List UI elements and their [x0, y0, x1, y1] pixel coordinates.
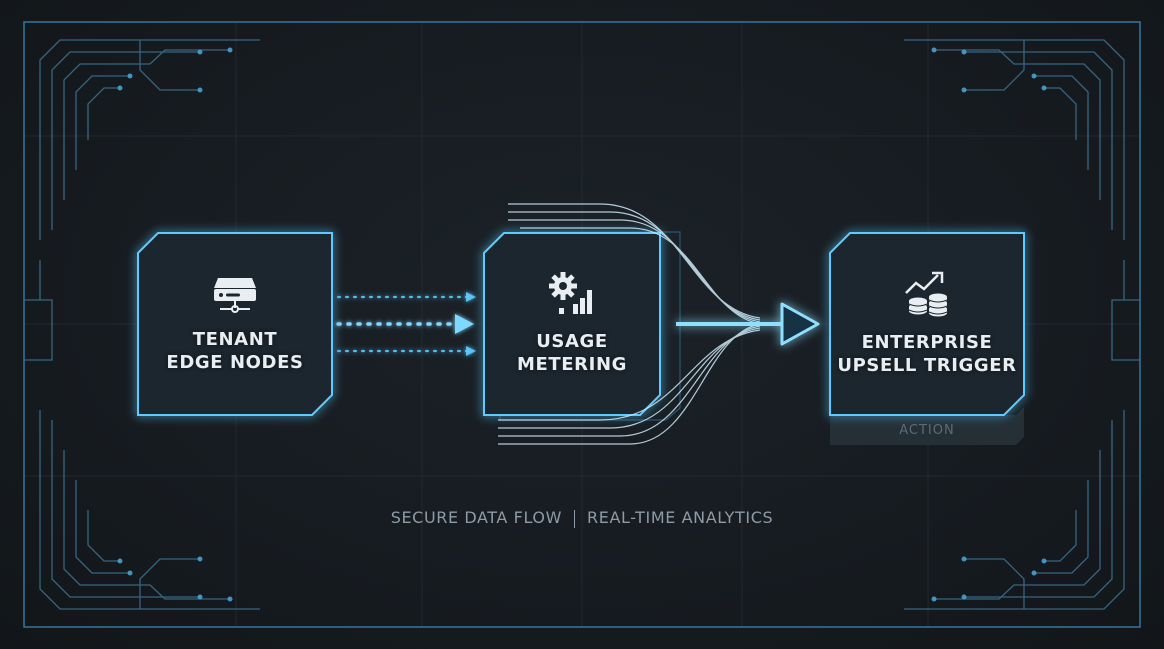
outer-frame	[23, 21, 1141, 628]
circuit-nodes	[117, 47, 1047, 602]
circuit-traces	[24, 39, 1140, 610]
node-label-line2: UPSELL TRIGGER	[837, 355, 1017, 376]
main-flow-arrow	[676, 302, 820, 346]
node-tenant-edge-nodes: TENANT EDGE NODES	[138, 233, 332, 415]
node-enterprise-upsell-trigger: ENTERPRISE UPSELL TRIGGER	[830, 233, 1024, 415]
node-label-line1: TENANT	[192, 329, 278, 350]
node-box-tenant	[137, 232, 333, 416]
node-label-line1: ENTERPRISE	[861, 332, 993, 353]
action-badge: ACTION	[899, 423, 955, 438]
caption-separator	[574, 509, 576, 528]
diagram-caption: SECURE DATA FLOW REAL-TIME ANALYTICS	[0, 508, 1164, 528]
node-label-line2: METERING	[517, 354, 627, 375]
node-label-line1: USAGE	[536, 331, 608, 352]
caption-left: SECURE DATA FLOW	[390, 508, 563, 527]
node-label: TENANT EDGE NODES	[166, 328, 303, 374]
caption-right: REAL-TIME ANALYTICS	[587, 508, 774, 527]
coins-trend-icon	[902, 271, 952, 321]
node-box-upsell-footer	[830, 407, 1024, 445]
node-label: USAGE METERING	[517, 330, 627, 376]
node-usage-metering: USAGE METERING	[484, 233, 660, 415]
node-label-line2: EDGE NODES	[166, 352, 304, 373]
gear-chart-icon	[547, 272, 597, 320]
dotted-flow-arrows	[336, 292, 476, 356]
node-box-upsell	[829, 232, 1025, 416]
flow-stream-lines	[498, 203, 761, 445]
server-icon	[212, 274, 258, 318]
node-box-metering	[483, 232, 661, 416]
node-label: ENTERPRISE UPSELL TRIGGER	[837, 331, 1016, 377]
